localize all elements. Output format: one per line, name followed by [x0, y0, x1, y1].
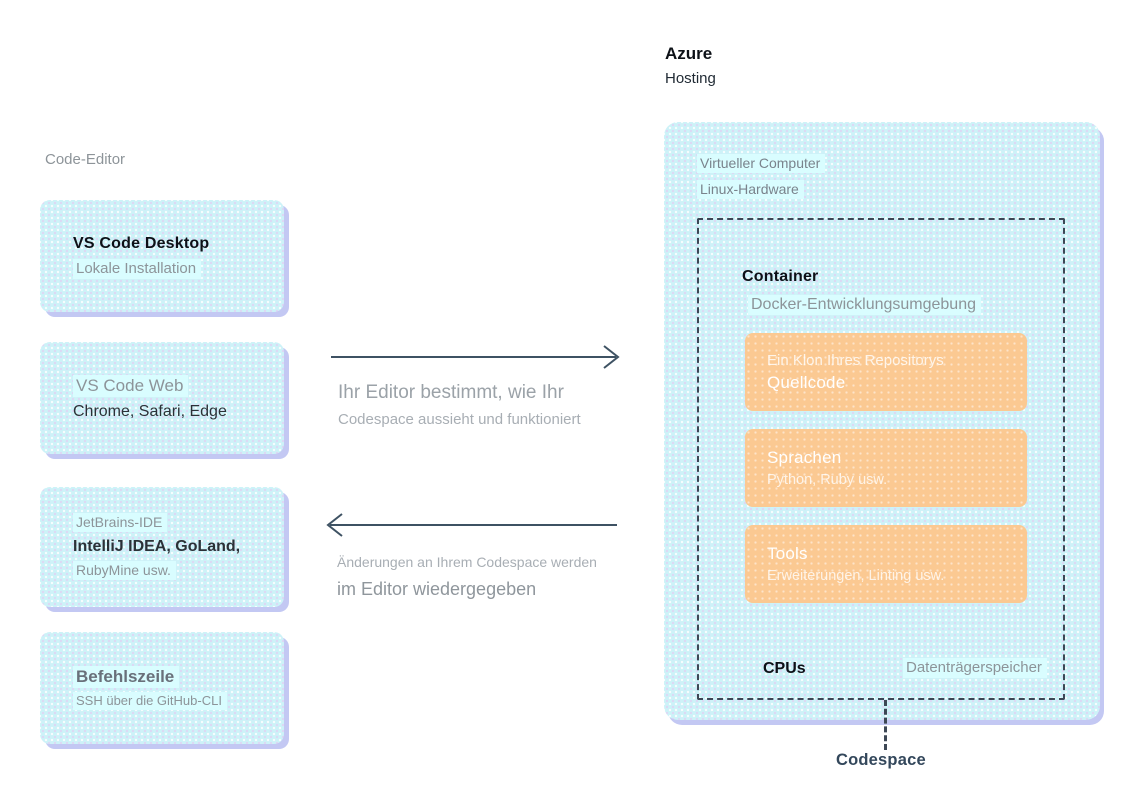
left-arrow-caption-line2: im Editor wiedergegeben [337, 579, 537, 599]
virtual-machine-panel [664, 122, 1100, 720]
card-vs-code-web: VS Code Web Chrome, Safari, Edge [40, 342, 284, 454]
card-subtitle: Chrome, Safari, Edge [73, 402, 227, 420]
vm-sublabel-text: Linux-Hardware [697, 180, 804, 199]
container-title: Container [742, 268, 819, 285]
card-title: VS Code Web [73, 374, 189, 397]
card-command-line: Befehlszeile SSH über die GitHub-CLI [40, 632, 284, 744]
arrow-left-icon [326, 513, 617, 537]
right-arrow-caption-line2: Codespace aussieht und funktioniert [338, 411, 581, 428]
card-title: IntelliJ IDEA, GoLand, [73, 538, 241, 555]
container-subtitle: Docker-Entwicklungsumgebung [748, 295, 981, 315]
arrow-right-icon [331, 345, 620, 369]
box-annotation: Ein Klon Ihres Repositorys [767, 351, 944, 369]
box-tools: Tools Erweiterungen, Linting usw. [745, 525, 1027, 603]
left-arrow-caption-line1: Änderungen an Ihrem Codespace werden [337, 554, 597, 570]
card-vs-code-desktop: VS Code Desktop Lokale Installation [40, 200, 284, 312]
azure-subtitle: Hosting [665, 70, 716, 87]
box-languages: Sprachen Python, Ruby usw. [745, 429, 1027, 507]
card-label: JetBrains-IDE [73, 513, 168, 532]
vm-label-text: Virtueller Computer [697, 154, 826, 173]
box-annotation: Erweiterungen, Linting usw. [767, 568, 945, 584]
card-jetbrains-ide: JetBrains-IDE IntelliJ IDEA, GoLand, Rub… [40, 487, 284, 607]
azure-title: Azure [665, 44, 713, 63]
storage-label: Datenträgerspeicher [903, 658, 1047, 678]
vm-label: Virtueller Computer [697, 154, 826, 173]
codespace-connector-line [884, 700, 887, 750]
right-arrow-caption-line1: Ihr Editor bestimmt, wie Ihr [338, 382, 564, 403]
card-subtitle: Lokale Installation [73, 258, 202, 279]
vm-sublabel: Linux-Hardware [697, 180, 804, 199]
card-subtitle: SSH über die GitHub-CLI [73, 691, 227, 710]
cpu-label: CPUs [763, 660, 806, 677]
box-annotation: Python, Ruby usw. [767, 472, 888, 488]
card-subtitle: RubyMine usw. [73, 561, 176, 580]
box-title: Quellcode [767, 372, 846, 392]
card-title: VS Code Desktop [73, 234, 210, 252]
card-title: Befehlszeile [73, 665, 180, 688]
codespace-label: Codespace [836, 751, 926, 769]
storage-label-text: Datenträgerspeicher [903, 658, 1047, 678]
box-title: Tools [767, 544, 808, 563]
codespace-dashed-boundary [697, 218, 1065, 700]
container-subtitle-text: Docker-Entwicklungsumgebung [748, 295, 981, 315]
box-title: Sprachen [767, 448, 842, 467]
code-editor-section-label: Code-Editor [45, 151, 126, 168]
box-source-code: Ein Klon Ihres Repositorys Quellcode [745, 333, 1027, 411]
